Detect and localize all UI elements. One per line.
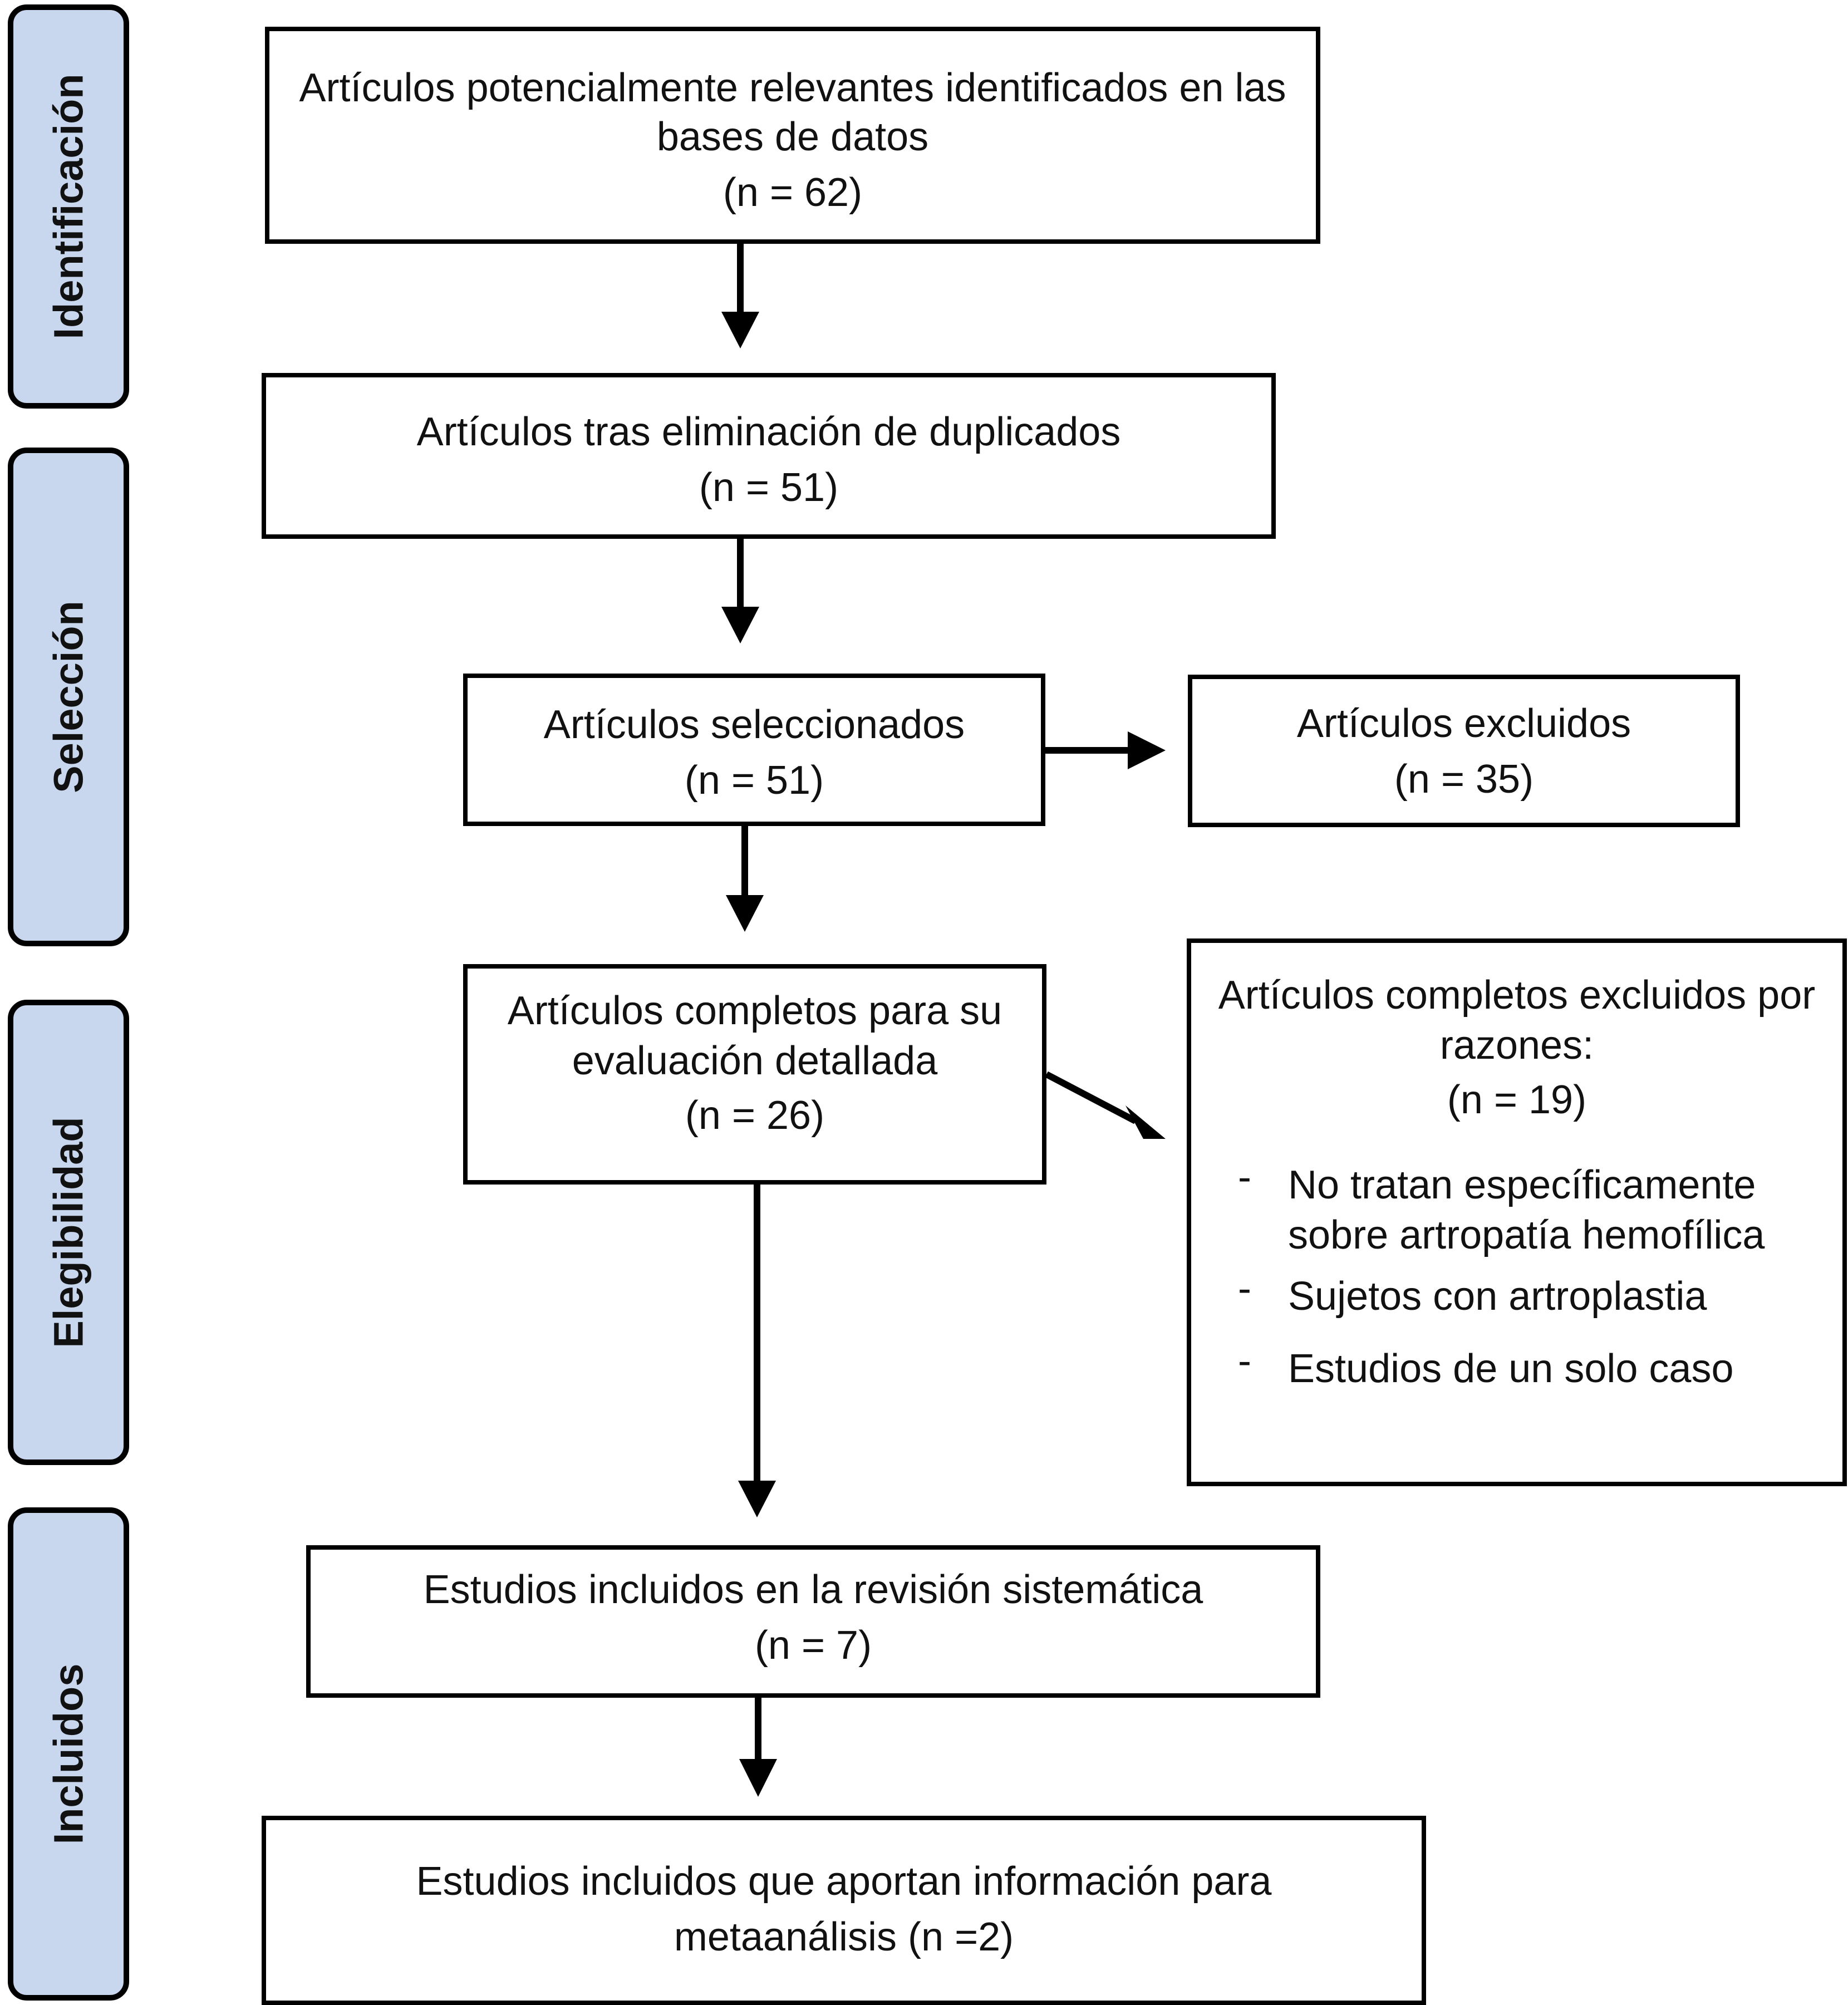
exclusion-reason: Estudios de un solo caso [1238, 1336, 1842, 1394]
arrowhead-full-text-to-review [738, 1481, 776, 1517]
phase-eligibility: Elegibilidad [8, 1000, 129, 1465]
exclusion-reason: Sujetos con artroplastia [1238, 1264, 1842, 1321]
box-full-text-excluded-count: (n = 19) [1447, 1078, 1587, 1122]
arrowhead-selected-to-full-text [726, 895, 764, 932]
exclusion-reason-line1: Sujetos con artroplastia [1288, 1274, 1707, 1319]
arrowhead-deduplicated-to-selected [721, 607, 759, 643]
box-systematic-review-count: (n = 7) [754, 1623, 872, 1668]
box-full-text: Artículos completos para su evaluación d… [463, 964, 1046, 1185]
box-full-text-count: (n = 26) [685, 1093, 825, 1138]
box-meta-analysis-line1: Estudios incluidos que aportan informaci… [416, 1859, 1272, 1904]
arrowhead-selected-to-excluded [1128, 731, 1166, 769]
box-excluded-line1: Artículos excluidos [1296, 701, 1631, 746]
box-full-text-excluded-line2: razones: [1439, 1023, 1594, 1068]
box-identified: Artículos potencialmente relevantes iden… [265, 27, 1320, 244]
box-deduplicated: Artículos tras eliminación de duplicados… [262, 373, 1276, 539]
box-selected-count: (n = 51) [684, 758, 824, 803]
phase-included: Incluidos [8, 1507, 129, 2001]
exclusion-reason-line1: No tratan específicamente [1288, 1163, 1756, 1207]
box-full-text-excluded-line1: Artículos completos excluidos por [1218, 973, 1816, 1018]
box-identified-count: (n = 62) [723, 170, 863, 215]
box-selected: Artículos seleccionados (n = 51) [463, 674, 1045, 826]
phase-identification: Identificación [8, 4, 129, 409]
arrowhead-full-text-to-excluded [1125, 1105, 1166, 1139]
arrow-full-text-to-excluded [1045, 1071, 1137, 1124]
box-meta-analysis-line2: metaanálisis (n =2) [674, 1915, 1014, 1959]
box-identified-line1: Artículos potencialmente relevantes iden… [299, 66, 1286, 110]
box-identified-line2: bases de datos [656, 115, 929, 159]
box-full-text-excluded: Artículos completos excluidos por razone… [1187, 938, 1847, 1486]
box-deduplicated-line1: Artículos tras eliminación de duplicados [416, 410, 1121, 454]
exclusion-reason: No tratan específicamente sobre artropat… [1238, 1152, 1842, 1260]
box-full-text-line1: Artículos completos para su [507, 989, 1002, 1033]
box-systematic-review-line1: Estudios incluidos en la revisión sistem… [423, 1567, 1203, 1612]
box-deduplicated-count: (n = 51) [699, 465, 839, 510]
box-full-text-line2: evaluación detallada [572, 1039, 938, 1083]
box-systematic-review: Estudios incluidos en la revisión sistem… [306, 1545, 1320, 1698]
box-excluded: Artículos excluidos (n = 35) [1188, 675, 1740, 827]
exclusion-reasons-list: No tratan específicamente sobre artropat… [1238, 1152, 1842, 1394]
box-meta-analysis: Estudios incluidos que aportan informaci… [262, 1816, 1426, 2005]
arrowhead-review-to-meta [739, 1759, 777, 1797]
box-selected-line1: Artículos seleccionados [543, 702, 965, 747]
exclusion-reason-line1: Estudios de un solo caso [1288, 1347, 1734, 1391]
exclusion-reason-line2: sobre artropatía hemofílica [1288, 1213, 1765, 1257]
box-excluded-count: (n = 35) [1394, 757, 1534, 802]
arrowhead-identified-to-deduplicated [721, 312, 759, 348]
phase-selection: Selección [8, 448, 129, 946]
